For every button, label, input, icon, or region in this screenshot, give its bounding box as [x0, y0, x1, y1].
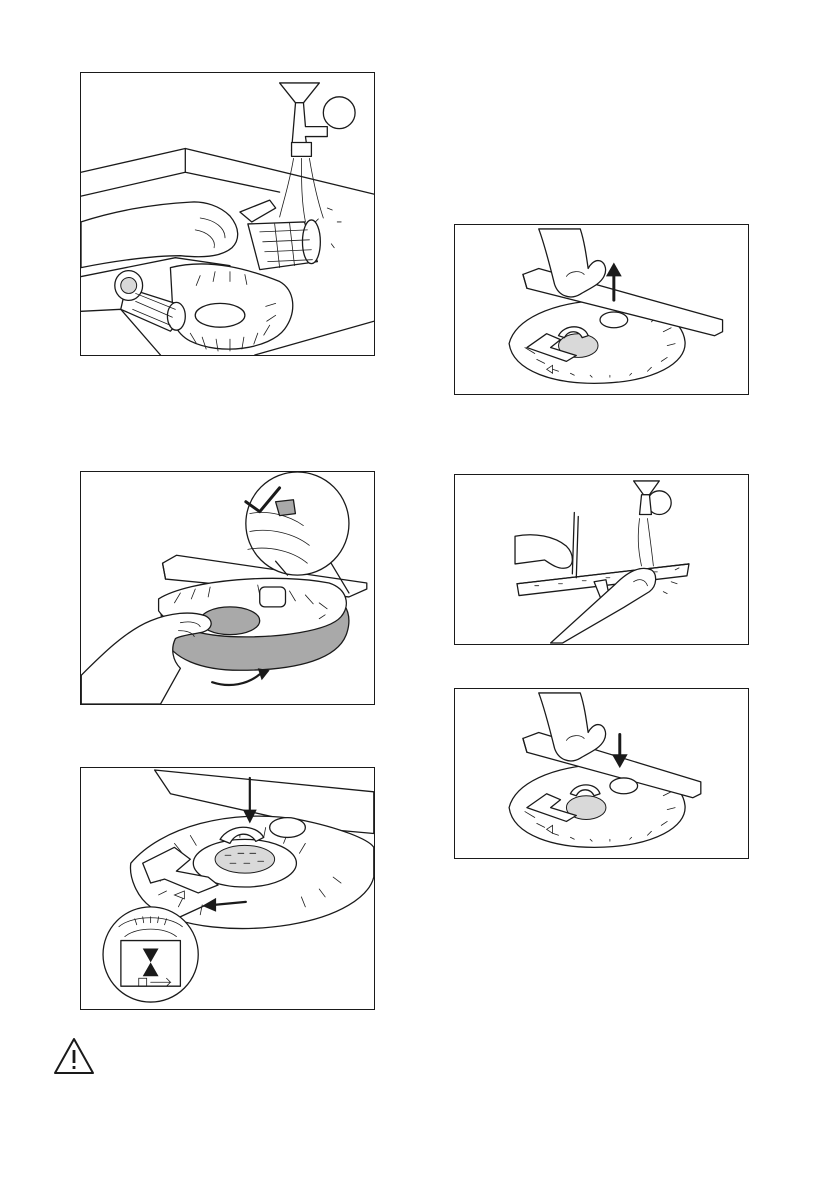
refit-spray-arm-illustration: [455, 689, 748, 858]
figure-clean-spray-arm-holes: [454, 474, 749, 645]
figure-refit-spray-arm: [454, 688, 749, 859]
figure-lock-filter: [80, 767, 375, 1010]
clean-filters-illustration: [81, 73, 374, 355]
figure-install-filter-plate: [80, 471, 375, 705]
figure-remove-spray-arm: [454, 224, 749, 395]
install-filter-plate-illustration: [81, 472, 374, 704]
warning-triangle-icon: [52, 1036, 96, 1076]
lock-filter-illustration: [81, 768, 374, 1009]
figure-clean-filters: [80, 72, 375, 356]
clean-spray-arm-holes-illustration: [455, 475, 748, 644]
remove-spray-arm-illustration: [455, 225, 748, 394]
